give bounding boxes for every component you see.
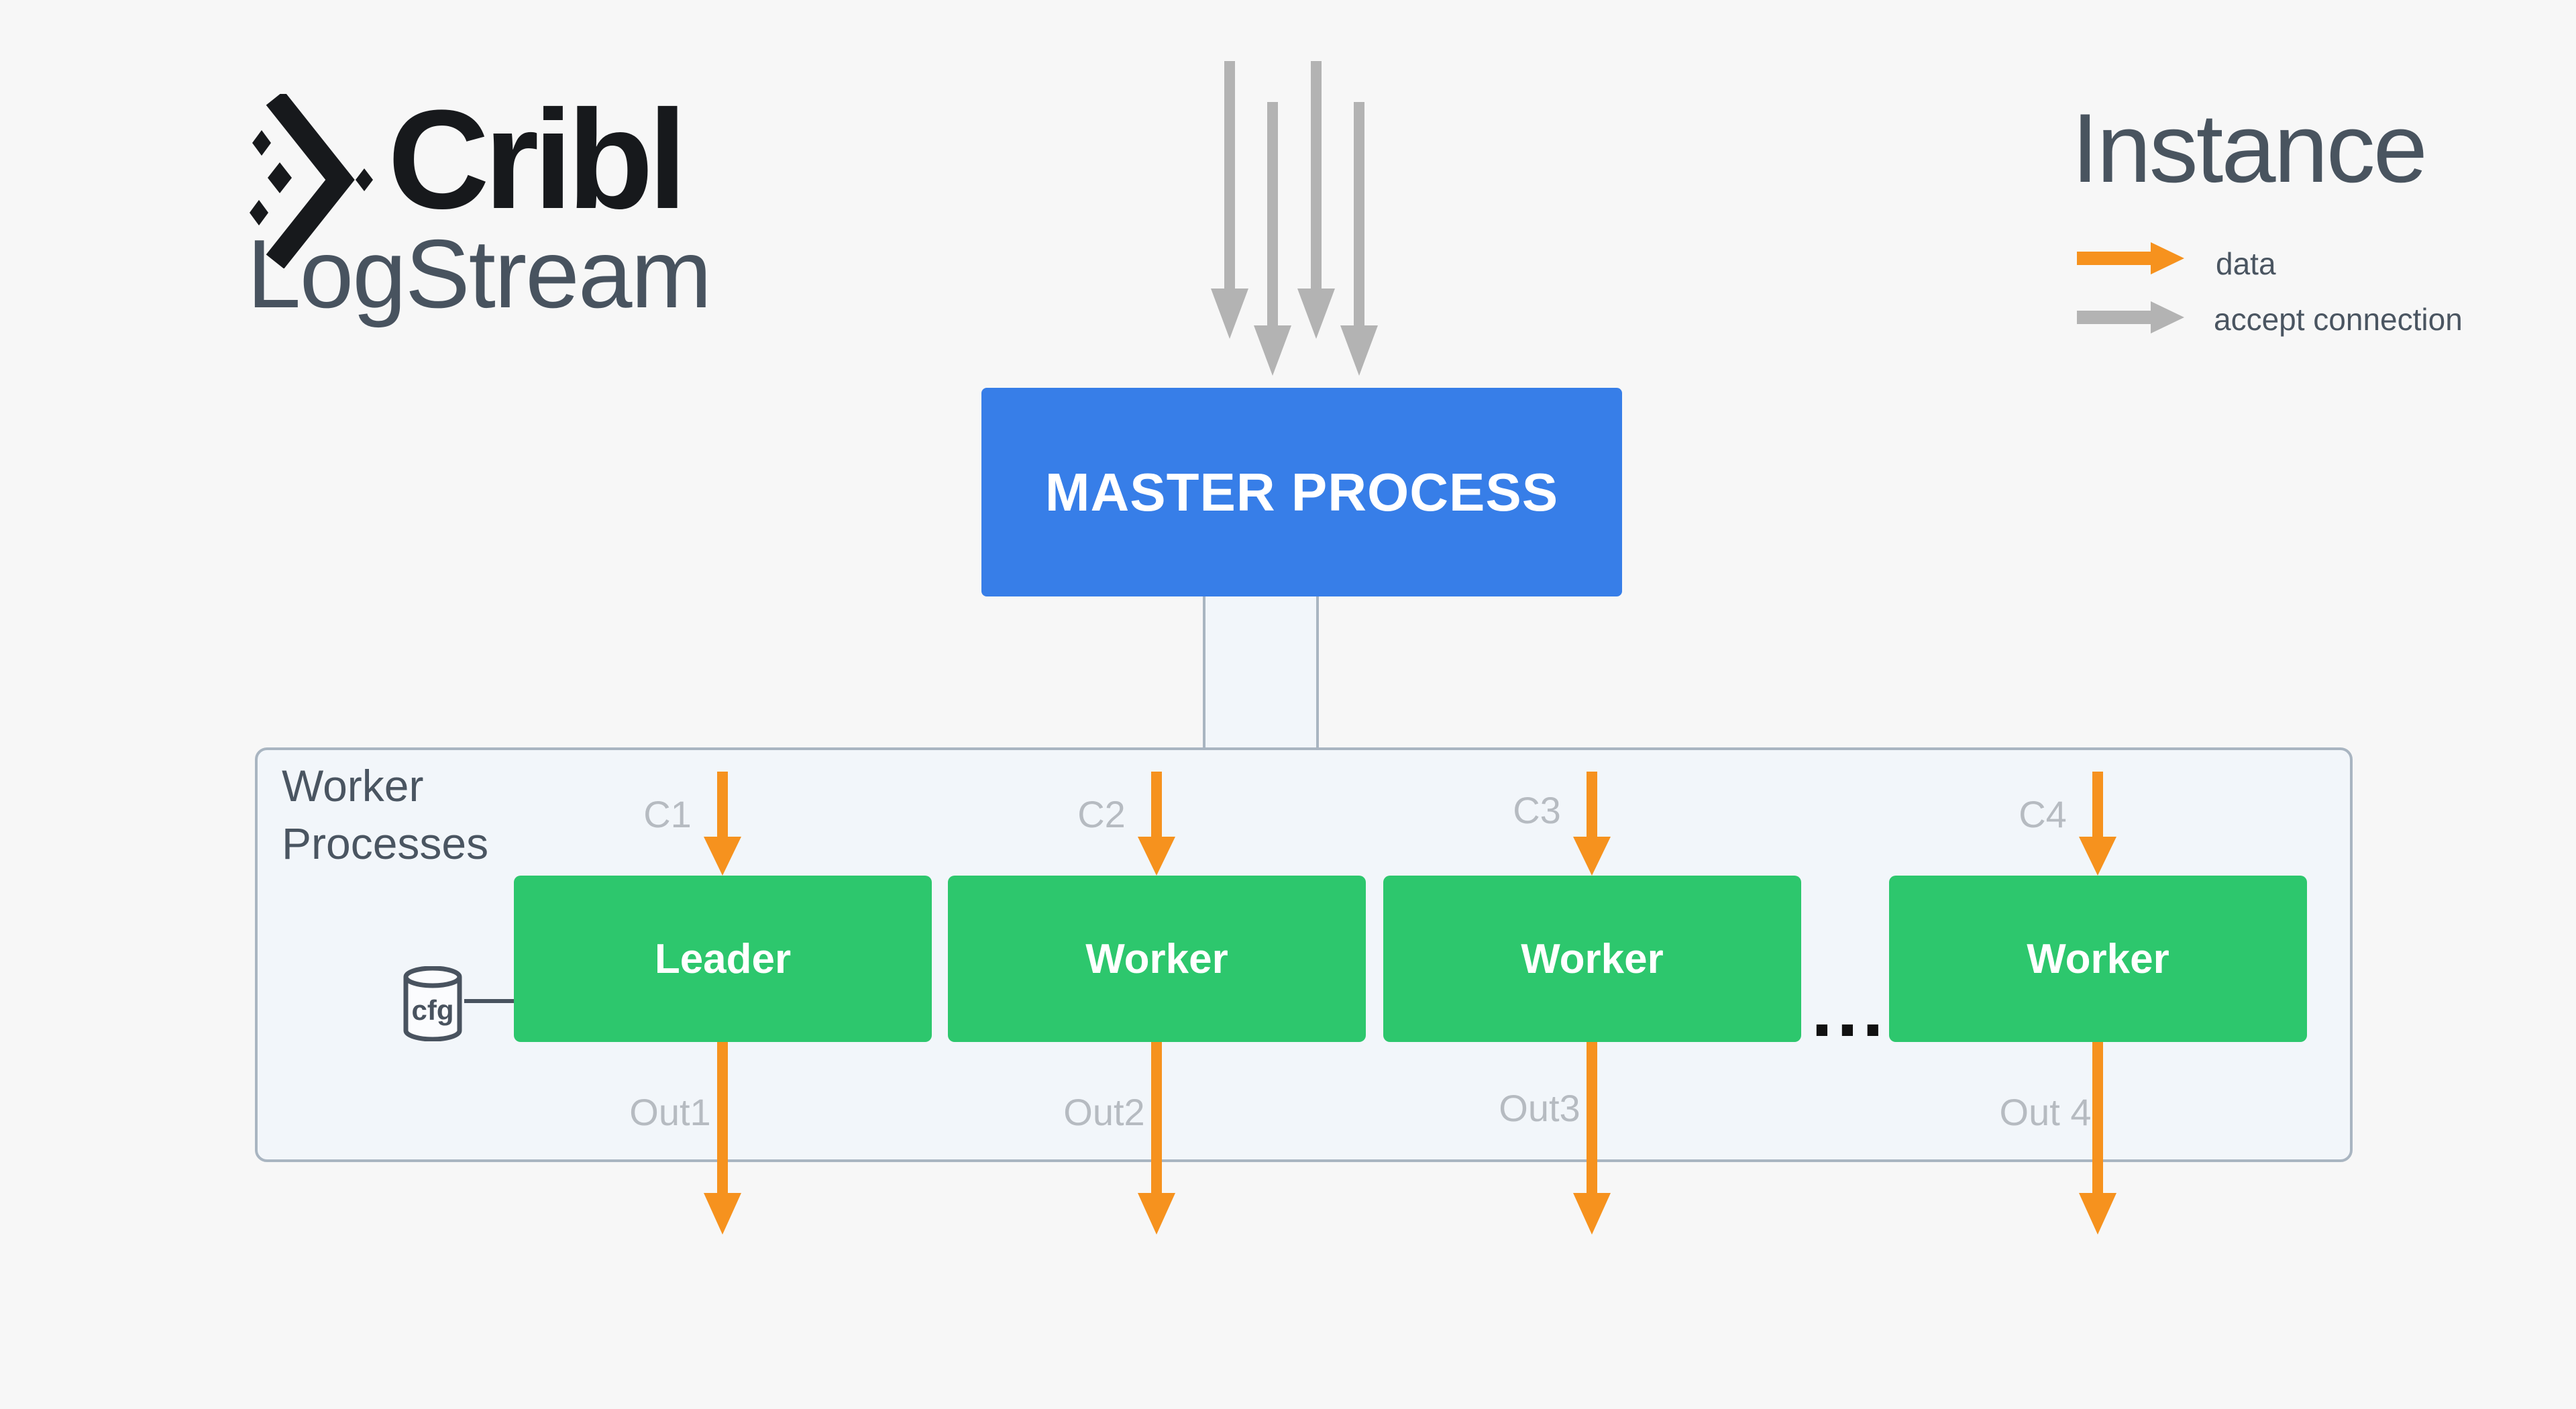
data-arrow-icon — [2077, 242, 2184, 274]
arrow-shaft — [1354, 102, 1364, 325]
data-in-arrow-icon — [2079, 772, 2116, 876]
legend-item-accept-connection: accept connection — [2214, 302, 2463, 337]
accept-connection-arrow-shaft — [2077, 311, 2152, 324]
more-workers-ellipsis: ... — [1811, 967, 1888, 1053]
legend-title: Instance — [2072, 93, 2428, 203]
output-label: Out3 — [1499, 1087, 1580, 1129]
data-out-arrow-icon — [1573, 1042, 1611, 1235]
data-out-arrow-icon — [2079, 1042, 2116, 1235]
process-label: Worker — [1521, 935, 1664, 982]
worker-panel-title-line2: Processes — [282, 819, 489, 868]
connection-label: C1 — [643, 793, 692, 835]
process-label: Worker — [2027, 935, 2169, 982]
connection-label: C4 — [2019, 793, 2067, 835]
data-arrow-shaft — [2077, 252, 2152, 265]
legend-item-data: data — [2216, 246, 2276, 281]
arrow-shaft — [1267, 102, 1278, 325]
arrow-shaft — [1587, 772, 1597, 837]
arrow-head — [1211, 289, 1248, 339]
arrow-head — [1340, 325, 1378, 376]
incoming-connection-arrow-icon — [1297, 61, 1335, 339]
arrow-shaft — [1224, 61, 1235, 289]
output-label: Out1 — [629, 1091, 711, 1133]
process-box-worker: Worker — [1889, 876, 2307, 1042]
arrow-head — [1573, 1193, 1611, 1235]
arrow-head — [2079, 1193, 2116, 1235]
incoming-connection-arrow-icon — [1340, 102, 1378, 376]
cfg-database-icon: cfg — [403, 966, 462, 1042]
worker-panel-title: Worker Processes — [282, 757, 488, 872]
master-process-box: MASTER PROCESS — [981, 388, 1622, 596]
accept-connection-arrow-icon — [2077, 301, 2184, 333]
arrow-shaft — [1151, 772, 1162, 837]
arrow-shaft — [717, 772, 728, 837]
accept-connection-arrow-head — [2151, 301, 2184, 333]
arrow-shaft — [1587, 1042, 1597, 1193]
data-in-arrow-icon — [704, 772, 741, 876]
arrow-head — [2079, 837, 2116, 876]
arrow-head — [1138, 1193, 1175, 1235]
worker-panel-title-line1: Worker — [282, 761, 424, 811]
brand-name: Cribl — [388, 81, 687, 238]
process-box-worker: Worker — [1383, 876, 1801, 1042]
cfg-store: cfg — [400, 966, 466, 1042]
arrow-head — [704, 837, 741, 876]
arrow-head — [1573, 837, 1611, 876]
incoming-connection-arrow-icon — [1254, 102, 1291, 376]
output-label: Out2 — [1063, 1091, 1145, 1133]
connection-label: C2 — [1077, 793, 1126, 835]
arrow-head — [1297, 289, 1335, 339]
arrow-shaft — [2092, 772, 2103, 837]
data-out-arrow-icon — [1138, 1042, 1175, 1235]
data-arrow-head — [2151, 242, 2184, 274]
product-name: LogStream — [247, 219, 712, 328]
data-in-arrow-icon — [1138, 772, 1175, 876]
master-process-label: MASTER PROCESS — [1044, 462, 1559, 522]
cribl-logo — [246, 91, 380, 269]
process-label: Worker — [1085, 935, 1228, 982]
arrow-shaft — [2092, 1042, 2103, 1193]
cfg-label: cfg — [412, 994, 454, 1026]
arrow-head — [1138, 837, 1175, 876]
arrow-head — [704, 1193, 741, 1235]
master-to-workers-channel — [1203, 596, 1319, 750]
arrow-shaft — [1151, 1042, 1162, 1193]
output-label: Out 4 — [1999, 1091, 2092, 1133]
incoming-connection-arrow-icon — [1211, 61, 1248, 339]
arrow-head — [1254, 325, 1291, 376]
cfg-connector-line — [464, 999, 515, 1003]
connection-label: C3 — [1513, 789, 1561, 831]
process-box-worker: Worker — [948, 876, 1366, 1042]
arrow-shaft — [1311, 61, 1322, 289]
arrow-shaft — [717, 1042, 728, 1193]
cribl-logo-icon — [250, 91, 373, 269]
data-out-arrow-icon — [704, 1042, 741, 1235]
process-box-leader: Leader — [514, 876, 932, 1042]
data-in-arrow-icon — [1573, 772, 1611, 876]
process-label: Leader — [654, 935, 792, 982]
